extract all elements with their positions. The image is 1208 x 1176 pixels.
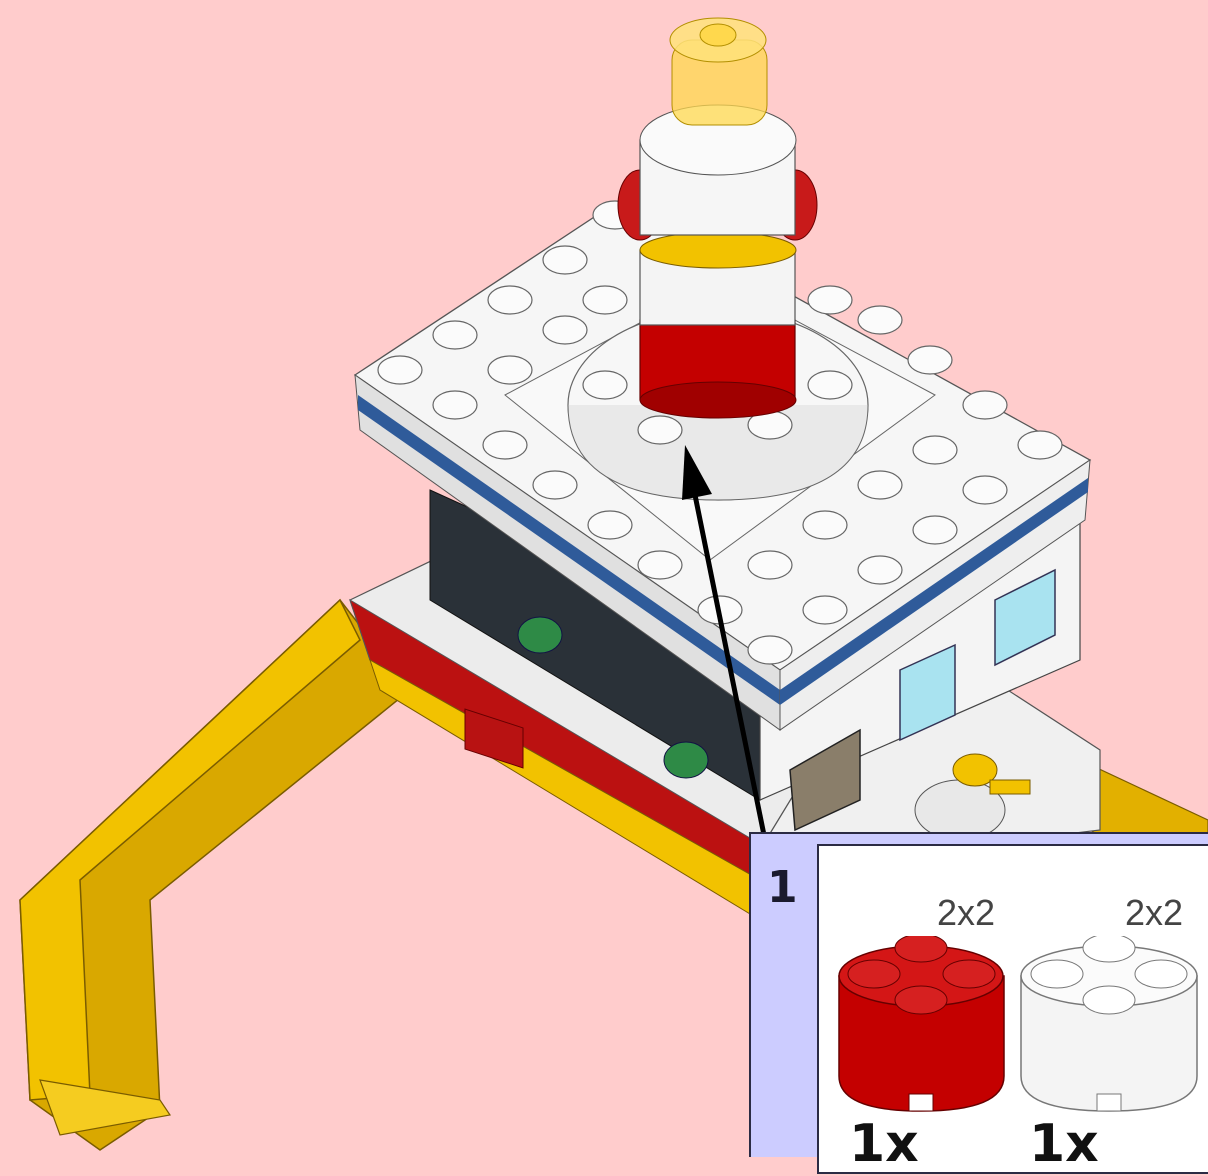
part-quantity: 1x: [849, 1114, 919, 1174]
part-size-label: 2x2: [1125, 892, 1183, 934]
part-size-label: 2x2: [937, 892, 995, 934]
part-quantity: 1x: [1029, 1114, 1099, 1174]
red-round-brick-icon: [829, 936, 1014, 1116]
parts-list: 2x2 1x 2x2 1x: [817, 844, 1208, 1174]
part-white-round-brick: 2x2 1x: [1019, 846, 1208, 1176]
step-number: 1: [767, 862, 798, 913]
lighthouse-tower: [618, 18, 817, 418]
white-round-brick-icon: [1019, 936, 1208, 1116]
step-callout: 1 2x2 1x 2x2: [749, 832, 1208, 1157]
part-red-round-brick: 2x2 1x: [829, 846, 1019, 1176]
